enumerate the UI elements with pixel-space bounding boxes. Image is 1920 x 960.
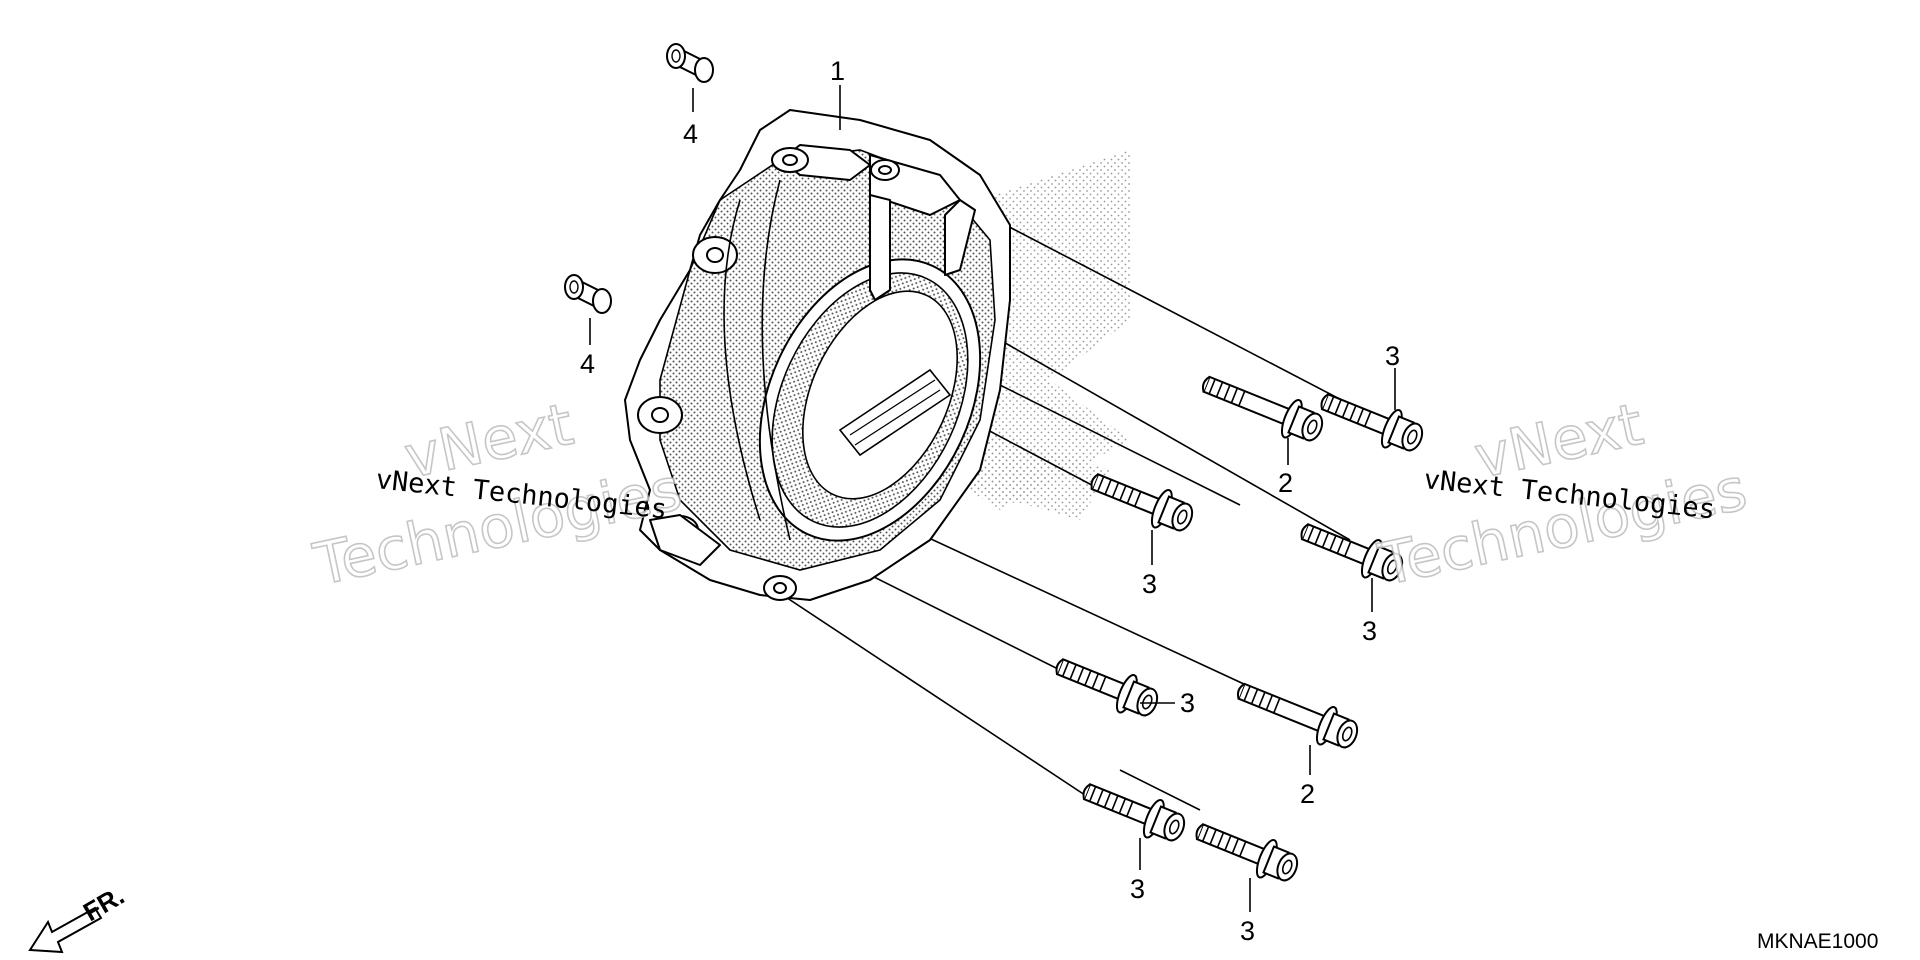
leader-lines <box>589 85 1396 912</box>
bolt-3-center-low <box>1048 646 1165 725</box>
callout-3-middle: 3 <box>1142 569 1157 599</box>
callout-2-upper: 2 <box>1278 468 1293 498</box>
callout-1: 1 <box>830 56 845 86</box>
front-arrow: FR. <box>28 880 129 954</box>
bolt-3-lower-left <box>1075 771 1192 850</box>
front-arrow-icon <box>28 906 103 954</box>
watermark-right: vNext Technologies vNext Technologies <box>1372 389 1753 600</box>
generator-cover <box>624 109 1011 601</box>
bolt-2-upper <box>1195 363 1330 450</box>
callout-3-center-low: 3 <box>1180 688 1195 718</box>
bolt-3-upper-right <box>1313 381 1430 460</box>
callouts: 1 2 2 3 3 3 3 3 3 4 4 <box>580 56 1400 946</box>
callout-3-upper-right: 3 <box>1385 341 1400 371</box>
callout-4-top: 4 <box>683 119 698 149</box>
callout-3-right: 3 <box>1362 616 1377 646</box>
callout-4-left: 4 <box>580 349 595 379</box>
dowel-pin-left <box>564 274 612 314</box>
bolt-3-bottom <box>1188 811 1305 890</box>
dowel-pin-top <box>666 43 714 83</box>
drawing-code: MKNAE1000 <box>1757 930 1878 953</box>
callout-2-lower: 2 <box>1300 779 1315 809</box>
bolt-2-lower <box>1230 670 1365 757</box>
callout-3-lower-left: 3 <box>1130 874 1145 904</box>
callout-3-bottom: 3 <box>1240 916 1255 946</box>
